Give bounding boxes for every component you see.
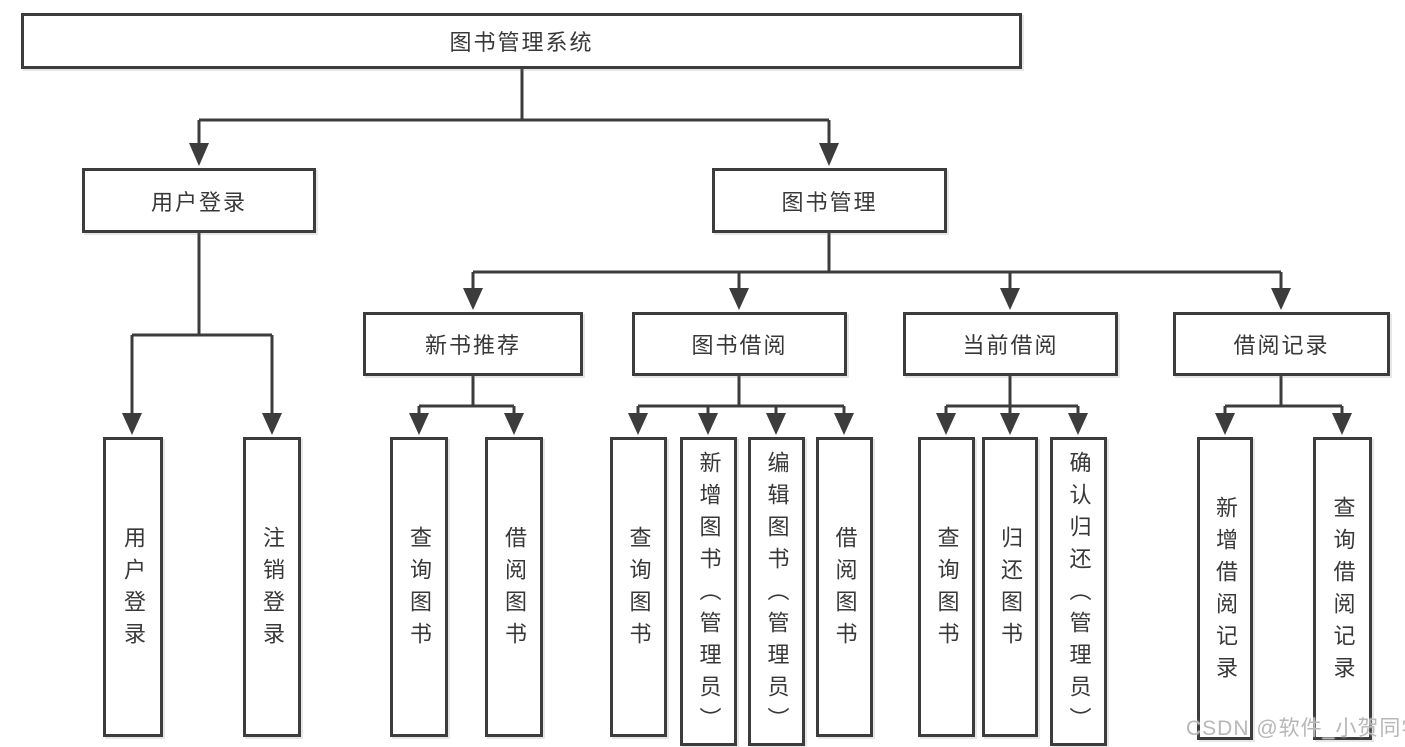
node-book-management: 图书管理: [712, 168, 947, 233]
leaf-current-confirm-return-admin: 确认归还（管理员）: [1050, 437, 1107, 746]
leaf-records-query-record: 查询借阅记录: [1313, 437, 1372, 740]
node-borrow-records: 借阅记录: [1173, 312, 1390, 376]
node-user-login: 用户登录: [82, 168, 316, 233]
leaf-logout: 注销登录: [243, 437, 301, 737]
leaf-records-add-record: 新增借阅记录: [1197, 437, 1253, 740]
leaf-recommend-query-book: 查询图书: [390, 437, 448, 737]
arrowheads: [122, 143, 1352, 435]
node-current-borrowing: 当前借阅: [903, 312, 1118, 376]
csdn-watermark: CSDN @软件_小贺同学: [1186, 717, 1405, 740]
leaf-current-query-book: 查询图书: [918, 437, 975, 737]
node-root: 图书管理系统: [21, 13, 1022, 69]
node-new-book-recommend: 新书推荐: [363, 312, 583, 376]
leaf-recommend-borrow-book: 借阅图书: [485, 437, 543, 737]
leaf-borrowing-query-book: 查询图书: [610, 437, 667, 737]
leaf-current-return-book: 归还图书: [982, 437, 1038, 737]
leaf-user-login: 用户登录: [103, 437, 163, 737]
leaf-borrowing-edit-book-admin: 编辑图书（管理员）: [748, 437, 805, 746]
node-book-borrowing: 图书借阅: [632, 312, 847, 376]
leaf-borrowing-borrow-book: 借阅图书: [816, 437, 873, 737]
leaf-borrowing-add-book-admin: 新增图书（管理员）: [680, 437, 737, 746]
